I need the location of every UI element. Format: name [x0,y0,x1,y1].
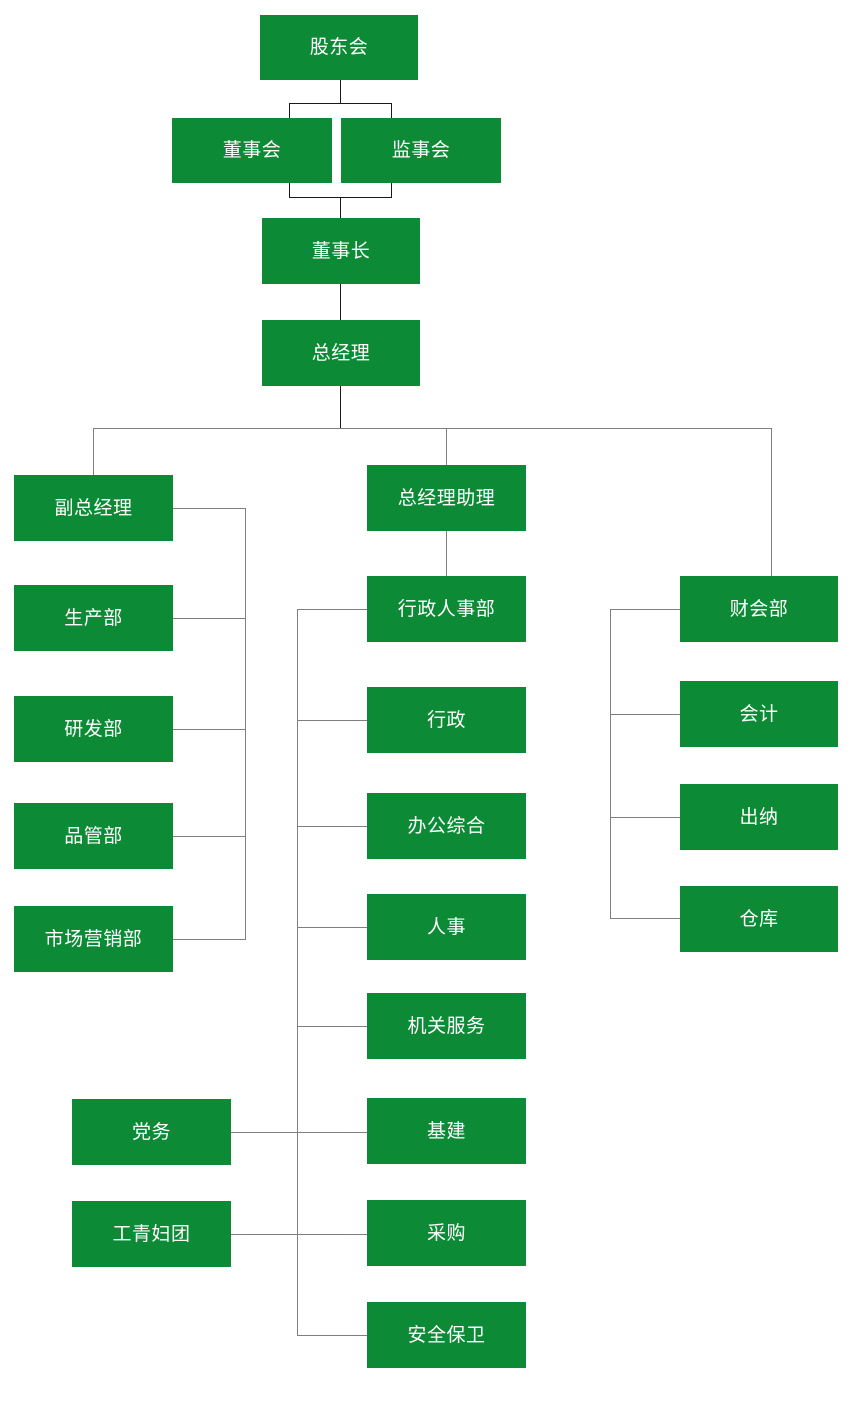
edge-middle-stub-administration [297,720,367,721]
node-label: 采购 [426,1222,466,1244]
node-office-general[interactable]: 办公综合 [367,793,526,859]
node-marketing-dept[interactable]: 市场营销部 [14,906,173,972]
edge-left-stub-quality [173,836,246,837]
edge-gm-to-branchbar [340,386,341,428]
edge-middle-stub-hr [297,927,367,928]
node-label: 行政人事部 [397,598,496,620]
node-label: 品管部 [64,825,123,847]
edge-branch-left-down [93,428,94,475]
node-cashier[interactable]: 出纳 [680,784,838,850]
edge-left-stub-rd [173,729,246,730]
edge-middle-stub-security [297,1335,367,1336]
edge-left-stub-marketing [173,939,246,940]
node-party-affairs[interactable]: 党务 [72,1099,231,1165]
edge-middle-stub-infrastructure [231,1132,367,1133]
node-admin-hr-dept[interactable]: 行政人事部 [367,576,526,642]
node-quality-dept[interactable]: 品管部 [14,803,173,869]
edge-middle-stub-agencyservice [297,1026,367,1027]
edge-supervisors-right-up [391,183,392,198]
node-label: 研发部 [64,718,123,740]
node-label: 总经理助理 [397,487,496,509]
edge-left-stub-production [173,618,246,619]
edge-branch-right-down [771,428,772,576]
edge-middle-stub-procurement [231,1234,367,1235]
edge-board-left-up [289,183,290,198]
edge-right-stub-finance [610,609,681,610]
edge-left-spine [245,508,246,939]
node-label: 行政 [426,709,466,731]
node-label: 股东会 [309,37,369,58]
node-deputy-general-manager[interactable]: 副总经理 [14,475,173,541]
node-accounting[interactable]: 会计 [680,681,838,747]
node-label: 总经理 [311,342,371,364]
node-general-manager[interactable]: 总经理 [262,320,420,386]
node-label: 办公综合 [407,815,486,837]
edge-middle-stub-officegeneral [297,826,367,827]
node-gm-assistant[interactable]: 总经理助理 [367,465,526,531]
edge-left-stub-deputy [173,508,246,509]
node-production-dept[interactable]: 生产部 [14,585,173,651]
edge-right-stub-accounting [610,714,681,715]
edge-shareholders-down [340,80,341,103]
edge-chairman-down [340,197,341,218]
node-board-of-directors[interactable]: 董事会 [172,118,332,183]
node-label: 基建 [426,1120,466,1142]
edge-right-stub-cashier [610,817,681,818]
node-label: 董事会 [222,140,282,161]
node-label: 出纳 [739,806,779,828]
node-label: 财会部 [729,598,789,620]
edge-right-spine [610,609,611,919]
edge-gma-to-adminhr [446,531,447,576]
node-rd-dept[interactable]: 研发部 [14,696,173,762]
node-agency-service[interactable]: 机关服务 [367,993,526,1059]
edge-chairman-to-gm [340,284,341,320]
node-shareholders-meeting[interactable]: 股东会 [260,15,418,80]
node-label: 市场营销部 [44,928,143,950]
node-security[interactable]: 安全保卫 [367,1302,526,1368]
node-administration[interactable]: 行政 [367,687,526,753]
node-procurement[interactable]: 采购 [367,1200,526,1266]
edge-middle-stub-adminhr [297,609,367,610]
node-chairman[interactable]: 董事长 [262,218,420,284]
edge-board-left-down [289,103,290,118]
node-warehouse[interactable]: 仓库 [680,886,838,952]
node-label: 仓库 [739,908,779,930]
edge-middle-spine [297,609,298,1335]
node-label: 机关服务 [407,1015,486,1037]
edge-board-split-bar [289,103,392,104]
node-board-of-supervisors[interactable]: 监事会 [341,118,501,183]
node-label: 副总经理 [54,497,133,519]
node-finance-dept[interactable]: 财会部 [680,576,838,642]
node-label: 监事会 [391,140,451,161]
node-label: 会计 [739,703,779,725]
node-label: 党务 [131,1121,171,1143]
node-label: 工青妇团 [112,1223,191,1245]
node-label: 人事 [426,916,466,938]
node-union-youth-women[interactable]: 工青妇团 [72,1201,231,1267]
node-label: 安全保卫 [407,1324,486,1346]
edge-main-branch-bar [93,428,772,429]
node-infrastructure[interactable]: 基建 [367,1098,526,1164]
edge-branch-middle-down [446,428,447,465]
node-label: 董事长 [311,240,371,262]
node-label: 生产部 [64,607,123,629]
edge-right-stub-warehouse [610,918,681,919]
node-human-resources[interactable]: 人事 [367,894,526,960]
edge-supervisors-right-down [391,103,392,118]
